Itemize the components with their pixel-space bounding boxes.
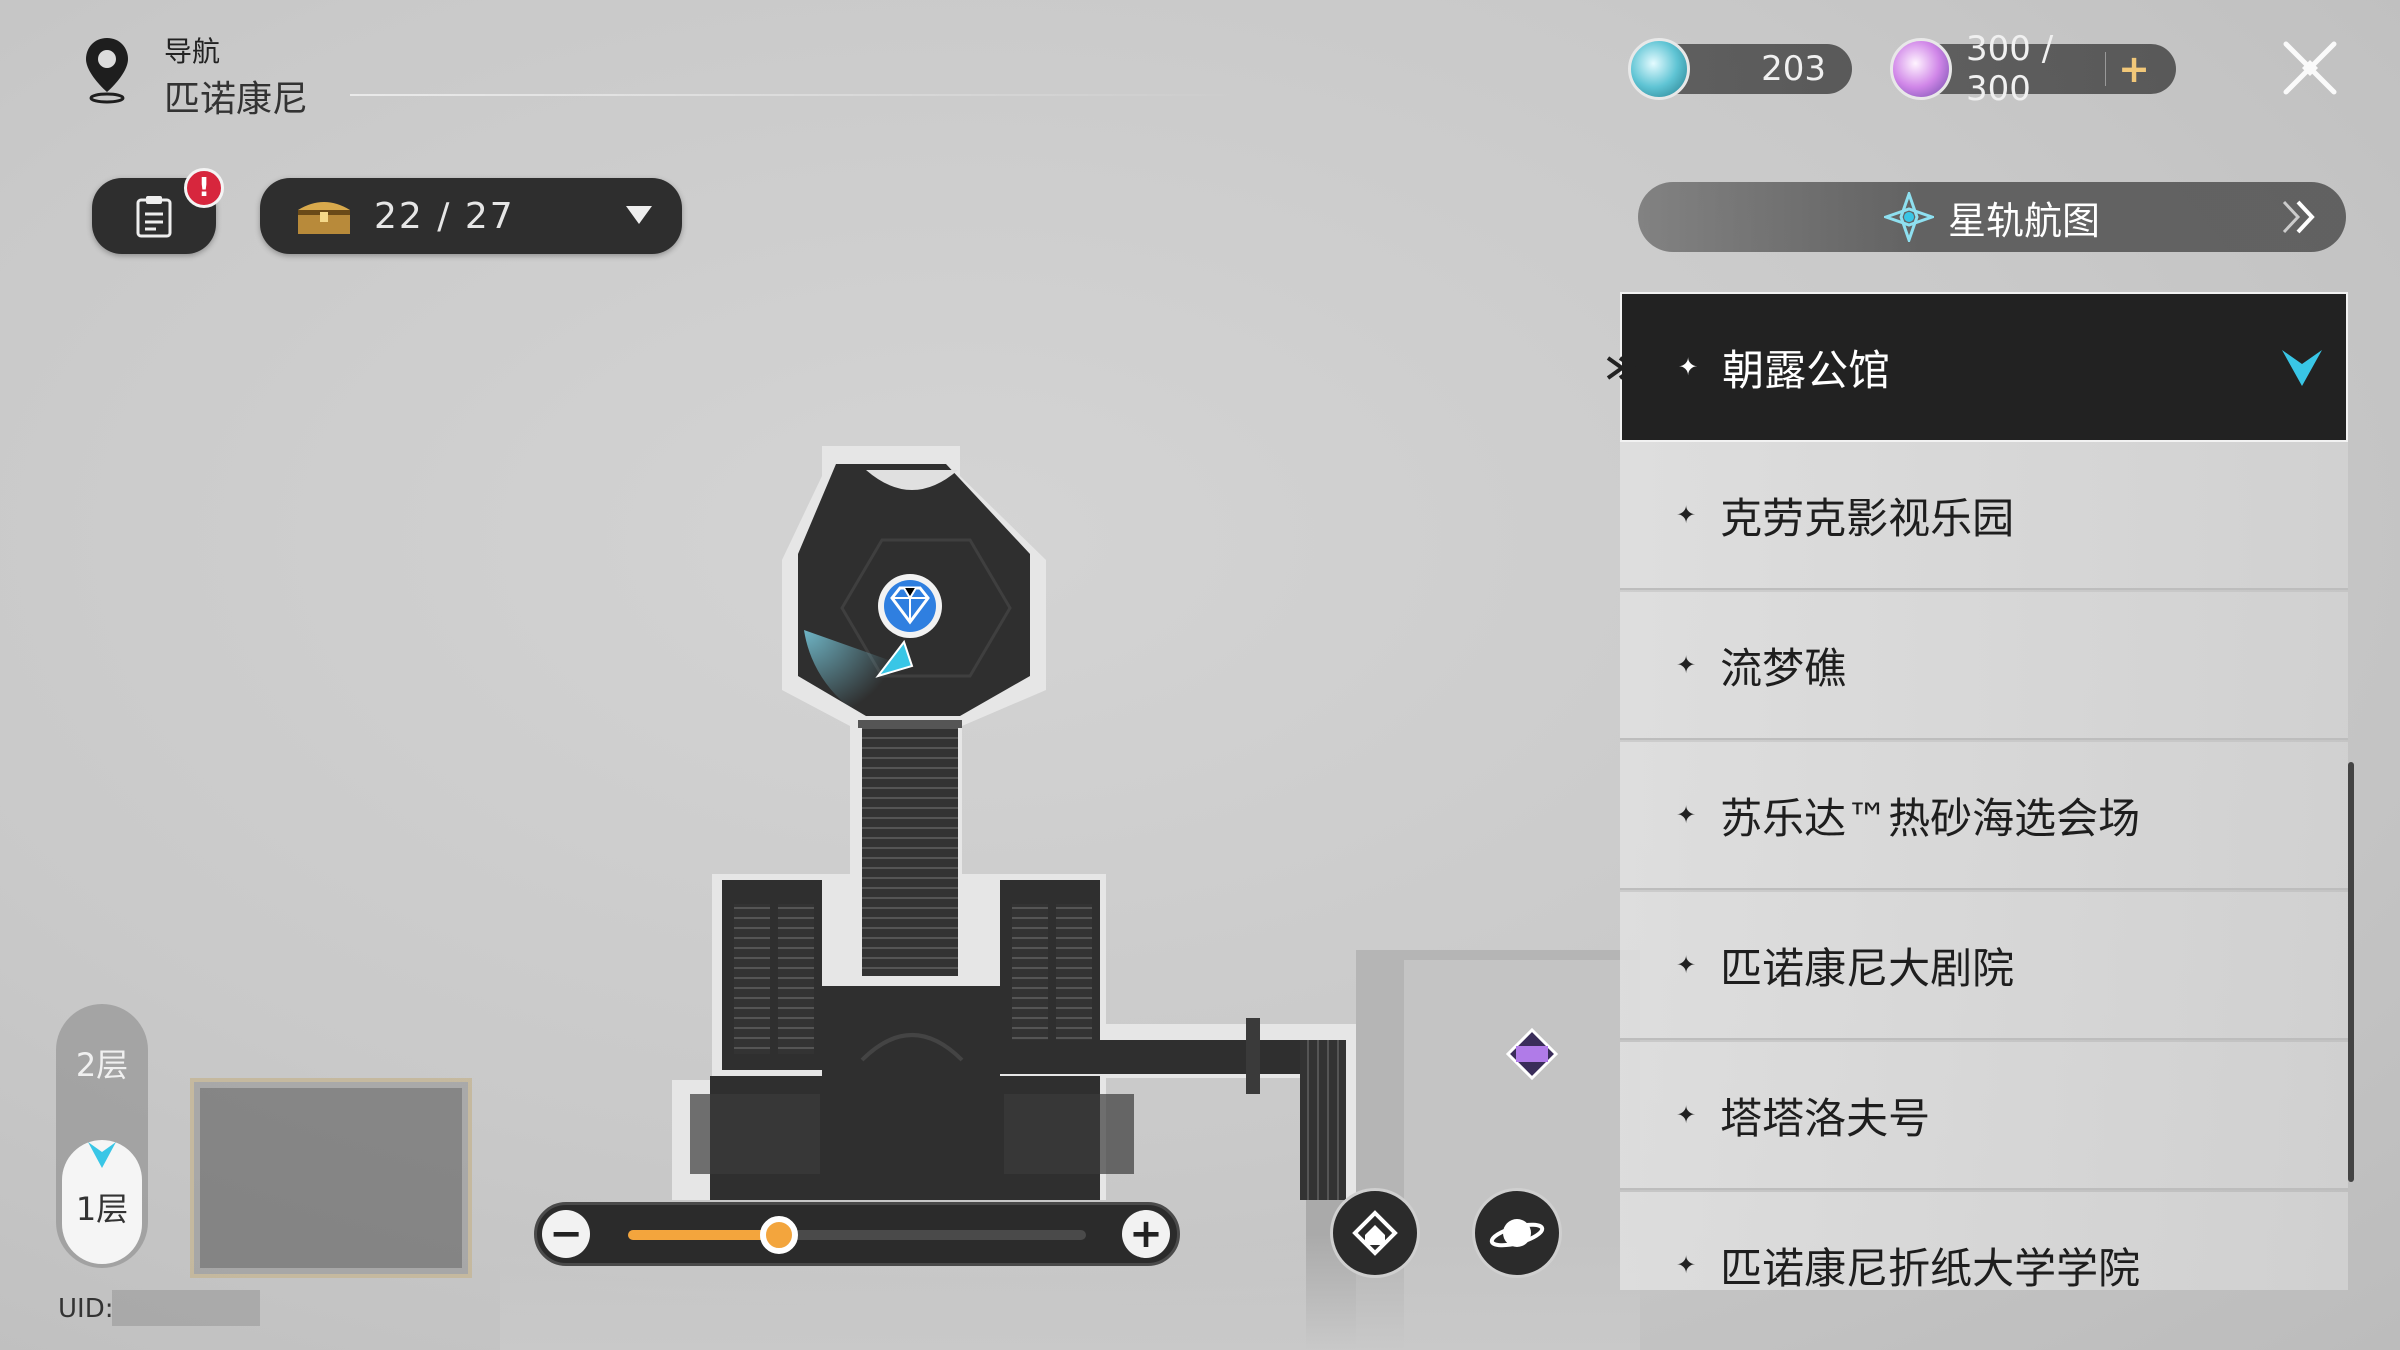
location-item[interactable]: ✦ 匹诺康尼大剧院	[1620, 892, 2348, 1040]
star-rail-map-button[interactable]: 星轨航图	[1638, 182, 2346, 252]
star-rail-map-label: 星轨航图	[1947, 198, 2100, 243]
treasure-count: 22 / 27	[374, 195, 515, 237]
zoom-out-button[interactable]: −	[542, 1210, 590, 1258]
zoom-slider-handle[interactable]	[760, 1216, 799, 1254]
uid-value-redacted	[112, 1290, 260, 1326]
header-divider	[350, 94, 1250, 96]
treasure-chest-icon	[298, 202, 350, 234]
trailblaze-power-value: 300 / 300	[1966, 29, 2054, 109]
trailblaze-fuel-value: 203	[1761, 49, 1826, 89]
location-item[interactable]: ✦ 流梦礁	[1620, 592, 2348, 740]
diamond-bullet-icon: ✦	[1676, 501, 1697, 529]
diamond-bullet-icon: ✦	[1676, 1101, 1697, 1129]
diamond-bullet-icon: ✦	[1676, 801, 1697, 829]
location-label: 流梦礁	[1720, 643, 1847, 693]
view-cone	[804, 630, 900, 720]
location-item[interactable]: ✦ 匹诺康尼折纸大学学院	[1620, 1192, 2348, 1290]
mission-log-icon	[136, 196, 172, 238]
mission-log-button[interactable]	[92, 178, 216, 254]
location-title: 匹诺康尼	[164, 79, 309, 120]
double-chevron-right-icon	[2282, 200, 2315, 234]
trailblaze-fuel-icon	[1628, 38, 1690, 100]
selected-marker-icon	[2282, 350, 2322, 386]
divider	[2104, 52, 2107, 86]
puzzle-marker-icon[interactable]	[1505, 1027, 1559, 1081]
diamond-bullet-icon: ✦	[1676, 651, 1697, 679]
zoom-slider-track[interactable]	[628, 1230, 1086, 1240]
player-arrow-icon	[875, 639, 914, 678]
uid-label: UID:	[58, 1294, 114, 1324]
location-item[interactable]: ✦ 苏乐达™热砂海选会场	[1620, 742, 2348, 890]
location-label: 塔塔洛夫号	[1720, 1093, 1931, 1143]
location-label: 苏乐达™热砂海选会场	[1720, 793, 2141, 843]
location-item[interactable]: ✦ 朝露公馆	[1620, 292, 2348, 442]
diamond-bullet-icon: ✦	[1676, 951, 1697, 979]
floor-2-button[interactable]: 2层	[75, 1046, 129, 1084]
map-pin-icon	[86, 38, 128, 104]
nav-label: 导航	[164, 35, 221, 68]
space-anchor-icon[interactable]	[878, 574, 942, 638]
list-scrollbar[interactable]	[2348, 762, 2354, 1182]
location-list[interactable]: ✦ 朝露公馆 ✦ 克劳克影视乐园 ✦ 流梦礁 ✦ 苏乐达™热砂海选会场 ✦ 匹诺…	[1620, 292, 2348, 1290]
current-floor-marker-icon	[88, 1142, 116, 1168]
planet-icon	[1489, 1219, 1545, 1248]
location-label: 朝露公馆	[1722, 345, 1891, 395]
location-item[interactable]: ✦ 塔塔洛夫号	[1620, 1042, 2348, 1190]
alert-badge: !	[184, 168, 224, 208]
location-label: 匹诺康尼大剧院	[1720, 943, 2015, 993]
trailblaze-power-icon	[1890, 38, 1952, 100]
star-rail-compass-icon	[1883, 192, 1934, 242]
location-label: 匹诺康尼折纸大学学院	[1720, 1243, 2141, 1291]
close-icon[interactable]	[2280, 38, 2340, 98]
caret-down-icon	[626, 206, 652, 224]
active-pointer-icon	[1606, 356, 1638, 380]
location-item[interactable]: ✦ 克劳克影视乐园	[1620, 442, 2348, 590]
zoom-slider-fill	[628, 1230, 780, 1240]
diamond-bullet-icon: ✦	[1678, 353, 1699, 381]
location-label: 克劳克影视乐园	[1720, 493, 2015, 543]
home-button[interactable]	[1330, 1188, 1420, 1278]
add-power-button[interactable]: +	[2118, 47, 2150, 91]
treasure-filter-button[interactable]: 22 / 27	[260, 178, 682, 254]
home-icon	[1352, 1210, 1398, 1256]
map-area[interactable]	[0, 0, 1640, 1350]
world-map-button[interactable]	[1472, 1188, 1562, 1278]
map-room-left	[190, 1078, 472, 1278]
diamond-bullet-icon: ✦	[1676, 1251, 1697, 1279]
zoom-in-button[interactable]: +	[1122, 1210, 1170, 1258]
